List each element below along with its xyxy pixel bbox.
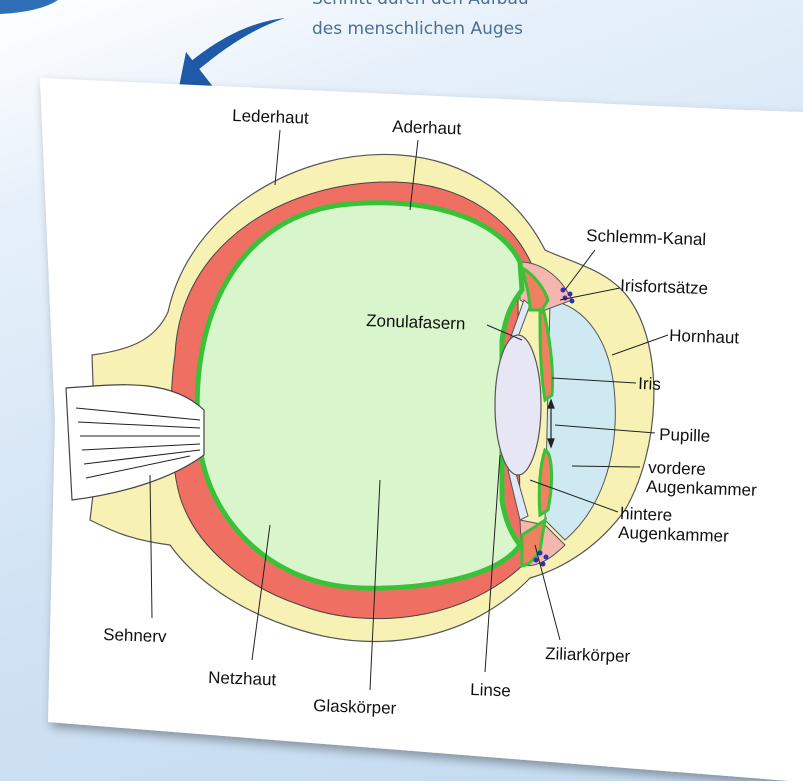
label-sehnerv: Sehnerv	[103, 625, 167, 646]
label-hintere-2: Augenkammer	[618, 523, 729, 546]
label-hintere-1: hintere	[620, 504, 673, 525]
label-ziliarkoerper: Ziliarkörper	[545, 644, 631, 666]
brush-arrow-icon	[178, 18, 285, 92]
iris-bottom	[539, 450, 551, 515]
label-zonulafasern: Zonulafasern	[366, 311, 466, 333]
label-aderhaut: Aderhaut	[392, 117, 462, 138]
label-vordere-2: Augenkammer	[646, 477, 757, 500]
label-lederhaut: Lederhaut	[232, 106, 309, 128]
corner-decoration	[0, 0, 58, 14]
label-glaskoerper: Glaskörper	[313, 696, 397, 718]
label-hornhaut: Hornhaut	[669, 326, 740, 347]
label-iris: Iris	[638, 374, 661, 394]
label-netzhaut: Netzhaut	[208, 668, 277, 689]
label-linse: Linse	[470, 680, 511, 700]
label-vordere-1: vordere	[648, 458, 706, 479]
label-irisfortsaetze: Irisfortsätze	[620, 276, 708, 298]
retina	[197, 203, 522, 588]
lens	[495, 335, 541, 475]
label-pupille: Pupille	[659, 425, 711, 446]
